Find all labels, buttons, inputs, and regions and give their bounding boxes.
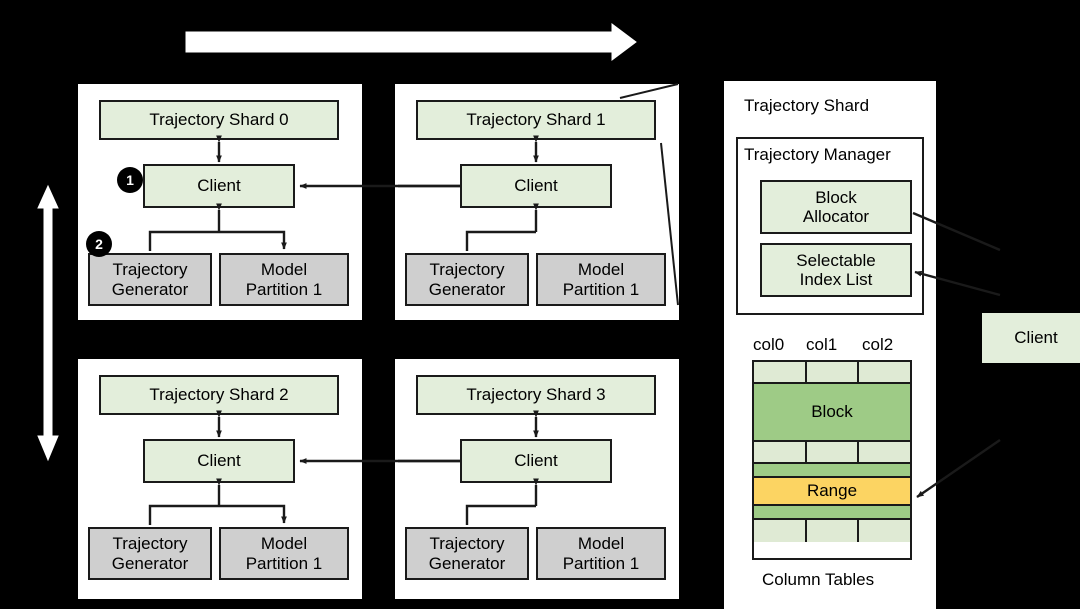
shard-3-client: Client bbox=[460, 439, 612, 483]
shard-2-partition: Model Partition 1 bbox=[219, 527, 349, 580]
shard-2-client: Client bbox=[143, 439, 295, 483]
column-table-cell bbox=[859, 442, 911, 462]
column-table-cell bbox=[754, 442, 807, 462]
shard-1-client: Client bbox=[460, 164, 612, 208]
shard-0-badge-2: 2 bbox=[86, 231, 112, 257]
column-table-cell bbox=[806, 362, 860, 382]
shard-0-client: Client bbox=[143, 164, 295, 208]
block-label: Block bbox=[811, 402, 853, 421]
shard-0-partition: Model Partition 1 bbox=[219, 253, 349, 306]
column-table-row bbox=[754, 362, 911, 384]
scale-out-arrow bbox=[185, 23, 637, 61]
range-label: Range bbox=[806, 481, 858, 500]
shard-1-title: Trajectory Shard 1 bbox=[416, 100, 656, 140]
column-table-row bbox=[754, 520, 911, 542]
shard-1-partition: Model Partition 1 bbox=[536, 253, 666, 306]
column-table-cell bbox=[754, 362, 807, 382]
shard-1-generator: Trajectory Generator bbox=[405, 253, 529, 306]
shard-2-generator: Trajectory Generator bbox=[88, 527, 212, 580]
trajectory-manager-title: Trajectory Manager bbox=[744, 145, 891, 164]
column-table-cell bbox=[806, 520, 860, 542]
column-table-cell bbox=[859, 520, 911, 542]
block-allocator-box: Block Allocator bbox=[760, 180, 912, 234]
selectable-index-list-box: Selectable Index List bbox=[760, 243, 912, 297]
shard-3-partition: Model Partition 1 bbox=[536, 527, 666, 580]
shard-2-title: Trajectory Shard 2 bbox=[99, 375, 339, 415]
column-table-row bbox=[754, 464, 910, 478]
shard-3-title: Trajectory Shard 3 bbox=[416, 375, 656, 415]
shard-0-generator: Trajectory Generator bbox=[88, 253, 212, 306]
column-table-row bbox=[754, 442, 911, 464]
column-table-row bbox=[754, 506, 910, 520]
column-table-cell bbox=[806, 442, 860, 462]
column-tables-caption: Column Tables bbox=[762, 570, 875, 589]
external-client-box: Client bbox=[982, 313, 1080, 363]
column-table-row: Range bbox=[754, 478, 910, 506]
shard-3-generator: Trajectory Generator bbox=[405, 527, 529, 580]
shard-0-badge-1: 1 bbox=[117, 167, 143, 193]
column-table-cell bbox=[754, 520, 807, 542]
column-table-cell bbox=[859, 362, 911, 382]
detail-panel-title: Trajectory Shard bbox=[744, 96, 870, 115]
column-table-row: Block bbox=[754, 384, 910, 442]
column-header-col2: col2 bbox=[862, 335, 894, 354]
column-header-col1: col1 bbox=[806, 335, 838, 354]
column-header-col0: col0 bbox=[753, 335, 785, 354]
scale-up-down-arrow bbox=[37, 184, 59, 462]
shard-0-title: Trajectory Shard 0 bbox=[99, 100, 339, 140]
